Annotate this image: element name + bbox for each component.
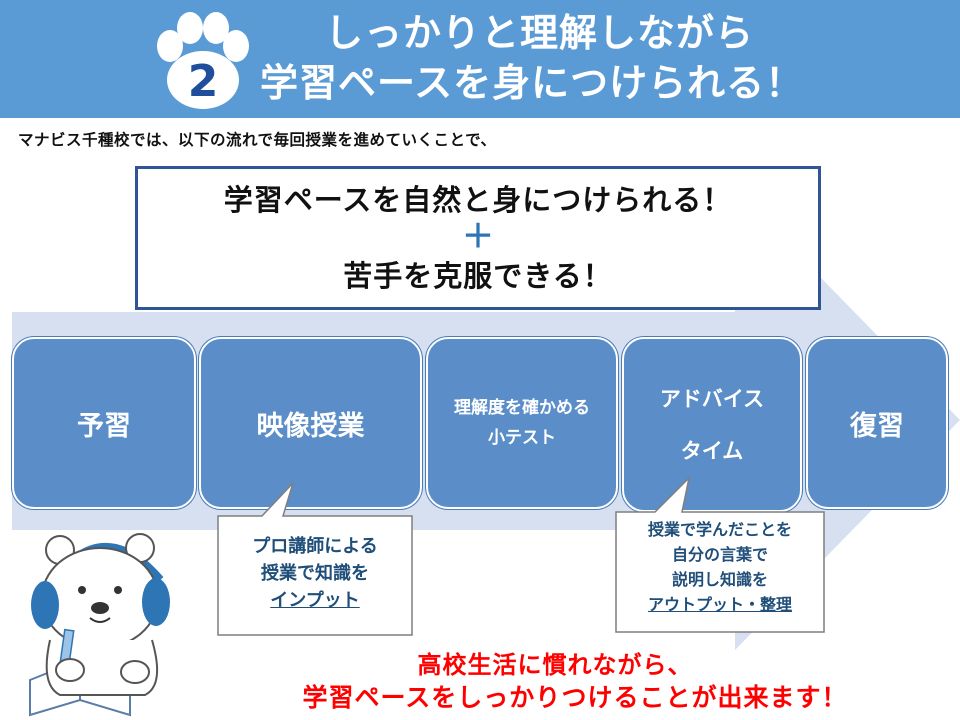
step-label-line1: アドバイス	[659, 386, 765, 411]
plus-sign: ＋	[461, 217, 494, 255]
page-title: しっかりと理解しながら 学習ペースを身につけられる！	[260, 8, 950, 108]
callout-line: プロ講師による	[252, 536, 378, 557]
step-advice-time: アドバイス タイム	[622, 337, 802, 512]
step-preparation: 予習	[12, 337, 196, 509]
badge-number: 2	[188, 56, 219, 107]
summary-box: 学習ペースを自然と身につけられる！ ＋ 苦手を克服できる！	[135, 166, 821, 310]
callout-video-text: プロ講師による 授業で知識を インプット	[218, 533, 412, 614]
callout-line: 授業で知識を	[261, 563, 369, 584]
summary-line2: 苦手を克服できる！	[343, 259, 613, 293]
bottom-message-line1: 高校生活に慣れながら、	[417, 651, 693, 679]
summary-line1: 学習ペースを自然と身につけられる！	[223, 183, 733, 217]
intro-text: マナビス千種校では、以下の流れで毎回授業を進めていくことで、	[18, 131, 497, 149]
callout-advice-text: 授業で学んだことを 自分の言葉で 説明し知識を アウトプット・整理	[616, 517, 824, 617]
callout-line: インプット	[270, 590, 360, 611]
callout-line: 授業で学んだことを	[647, 520, 792, 539]
title-line2: 学習ペースを身につけられる！	[260, 61, 805, 105]
step-label-line2: 小テスト	[488, 428, 556, 448]
bear-mascot-illustration	[29, 533, 170, 717]
step-mini-test: 理解度を確かめる 小テスト	[426, 337, 618, 509]
callout-line: アウトプット・整理	[647, 595, 792, 614]
callout-line: 説明し知識を	[671, 570, 768, 589]
step-label: 復習	[850, 410, 904, 442]
bottom-message-line2: 学習ペースをしっかりつけることが出来ます！	[302, 683, 848, 712]
step-label-line1: 理解度を確かめる	[454, 398, 590, 418]
paw-badge-icon: 2	[157, 12, 249, 109]
title-line1: しっかりと理解しながら	[325, 11, 755, 55]
step-label: 予習	[77, 410, 131, 442]
step-label-line2: タイム	[680, 438, 744, 463]
step-review: 復習	[806, 337, 948, 509]
step-label: 映像授業	[256, 410, 365, 442]
callout-line: 自分の言葉で	[671, 545, 768, 564]
step-video-lesson: 映像授業	[199, 337, 422, 509]
header-banner: 2 しっかりと理解しながら 学習ペースを身につけられる！	[0, 0, 960, 118]
